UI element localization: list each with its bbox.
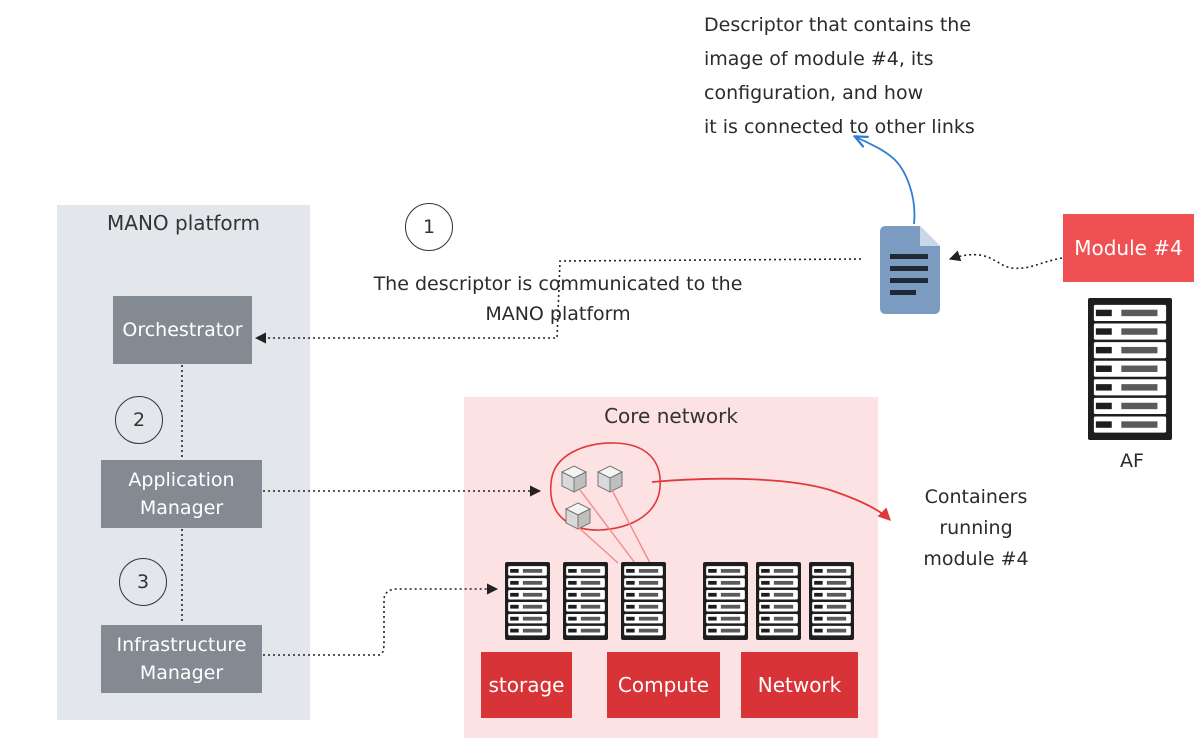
storage-box[interactable]: storage — [481, 652, 572, 718]
descriptor-note-arrow — [856, 137, 916, 225]
containers-note: Containers running module #4 — [912, 482, 1040, 575]
server-rack-icon — [756, 562, 801, 640]
container-cube-icon — [560, 465, 588, 493]
module-4-box[interactable]: Module #4 — [1063, 214, 1194, 282]
container-link — [577, 526, 619, 564]
core-network-title: Core network — [604, 404, 738, 428]
descriptor-note-line: image of module #4, its — [704, 48, 934, 70]
orchestrator-box[interactable]: Orchestrator — [113, 296, 252, 364]
descriptor-note-line: configuration, and how — [704, 82, 924, 104]
compute-box[interactable]: Compute — [607, 652, 720, 718]
server-rack-icon — [505, 562, 550, 640]
container-cube-icon — [596, 465, 624, 493]
containers-note-line: running — [939, 517, 1013, 539]
communicated-note-line: MANO platform — [485, 303, 631, 325]
step-2-circle: 2 — [115, 396, 163, 444]
application-manager-box[interactable]: Application Manager — [101, 460, 262, 528]
step-1-circle: 1 — [405, 203, 453, 251]
containers-note-line: Containers — [924, 486, 1028, 508]
server-icons — [505, 298, 1172, 640]
step-3-circle: 3 — [119, 558, 167, 606]
server-rack-icon — [809, 562, 854, 640]
infrastructure-manager-box[interactable]: Infrastructure Manager — [101, 625, 262, 693]
container-link — [579, 489, 636, 564]
document-icon — [880, 226, 940, 314]
communicated-note-line: The descriptor is communicated to the — [373, 273, 743, 295]
descriptor-note-line: Descriptor that contains the — [704, 14, 972, 36]
server-rack-icon — [621, 562, 666, 640]
network-box[interactable]: Network — [741, 652, 858, 718]
server-rack-icon — [1088, 298, 1172, 440]
containers-to-note-arrow — [651, 477, 891, 521]
containers-note-line: module #4 — [923, 548, 1029, 570]
server-rack-icon — [703, 562, 748, 640]
server-rack-icon — [563, 562, 608, 640]
module-to-descriptor-arrow — [948, 250, 1063, 270]
descriptor-note-line: it is connected to other links — [704, 116, 975, 138]
container-cube-icon — [564, 502, 592, 530]
af-label: AF — [1120, 450, 1144, 472]
mano-platform-title: MANO platform — [107, 211, 260, 235]
communicated-note: The descriptor is communicated to the MA… — [356, 269, 760, 329]
descriptor-to-orchestrator-arrow — [254, 258, 862, 344]
descriptor-note: Descriptor that contains the image of mo… — [704, 8, 1004, 144]
infmgr-to-servers-arrow — [263, 583, 499, 656]
container-link — [611, 489, 651, 564]
